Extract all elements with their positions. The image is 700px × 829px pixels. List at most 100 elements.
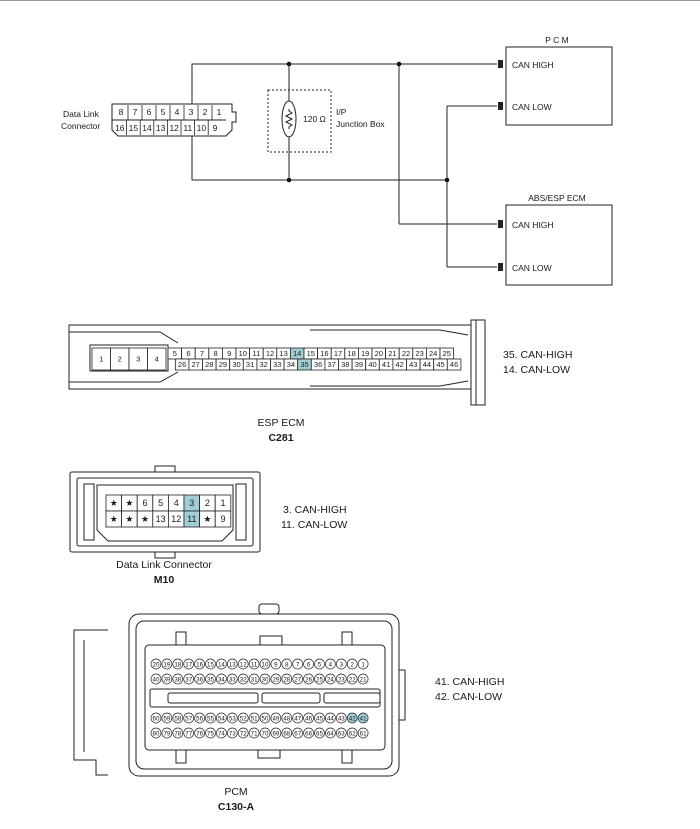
- dlc-note-high: 3. CAN-HIGH: [283, 504, 347, 516]
- pcm-pin: [216, 712, 227, 724]
- pcm-pin-label: 78: [174, 730, 181, 737]
- esp-pin-label: 42: [396, 360, 404, 369]
- esp-pin-label: 28: [205, 360, 213, 369]
- esp-pin-label: 4: [155, 355, 159, 364]
- dlc-label-line1: Data Link: [63, 109, 100, 119]
- pcm-pin-label: 11: [251, 661, 258, 668]
- pcm-pin: [335, 727, 347, 739]
- pcm-pin-label: 5: [318, 661, 322, 668]
- pcm-pin: [292, 712, 304, 724]
- esp-pin-label: 3: [136, 355, 140, 364]
- esp-pin-label: 17: [334, 349, 342, 358]
- pcm-pin: [205, 673, 216, 685]
- pcm-slot: [261, 692, 321, 704]
- pcm-pin: [194, 712, 205, 724]
- pcm-pin: [314, 712, 325, 724]
- pcm-pin-label: 50: [262, 715, 269, 722]
- pcm-pin-label: 57: [185, 715, 192, 722]
- pcm-pin: [150, 727, 162, 739]
- pcm-pin: [183, 673, 195, 685]
- esp-pin-label: 21: [388, 349, 396, 358]
- pcm-pin-label: 54: [218, 715, 225, 722]
- dlc-left-ear: [83, 483, 95, 541]
- junction-box-label-line1: I/P: [336, 107, 347, 117]
- pcm-pin: [226, 673, 238, 685]
- esp-pin-label: 12: [266, 349, 274, 358]
- pcm-pin: [237, 658, 249, 670]
- dlc-right-ear: [235, 483, 247, 541]
- pcm-pin-label: 2: [350, 661, 354, 668]
- pcm-pin: [335, 673, 347, 685]
- pcm-pin-label: 16: [196, 661, 203, 668]
- esp-pin-label: 37: [328, 360, 336, 369]
- pcm-pin: [335, 658, 347, 670]
- pcm-pin: [325, 712, 336, 724]
- pcm-pin: [216, 658, 227, 670]
- pcm-pin-label: 17: [185, 661, 192, 668]
- pcm-pin: [357, 727, 369, 739]
- esp-pin-label: 10: [239, 349, 247, 358]
- pcm-pin-label: 46: [305, 715, 312, 722]
- pcm-pin: [161, 727, 173, 739]
- esp-pin-label: 1: [99, 355, 103, 364]
- dlc-mini-pin: 15: [129, 123, 139, 133]
- dlc-pin-label: ★: [110, 498, 118, 508]
- pcm-pin-label: 3: [340, 661, 344, 668]
- esp-note-low: 14. CAN-LOW: [503, 364, 570, 376]
- dlc-pin-label: 1: [220, 498, 225, 508]
- dlc-connector-code: M10: [154, 574, 175, 586]
- pcm-pin-label: 80: [153, 730, 160, 737]
- esp-pin-label: 6: [186, 349, 190, 358]
- esp-connector-code: C281: [268, 432, 293, 444]
- pcm-pin: [292, 727, 304, 739]
- pcm-pin-label: 27: [294, 676, 301, 683]
- pcm-pin: [216, 673, 227, 685]
- esp-key-bottom: [69, 371, 179, 383]
- pcm-pin-label: 64: [327, 730, 334, 737]
- dlc-mini-pin: 3: [189, 107, 194, 117]
- esp-rib-bottom: [310, 380, 469, 387]
- pcm-pin: [183, 727, 195, 739]
- resistor-body: [281, 100, 297, 138]
- pcm-pin: [346, 658, 358, 670]
- pcm-pin-label: 31: [251, 676, 258, 683]
- esp-pin-label: 33: [273, 360, 281, 369]
- junction-box-label-line2: Junction Box: [336, 119, 385, 129]
- pcm-pin: [303, 727, 314, 739]
- pcm-pin: [194, 658, 205, 670]
- pcm-pin: [150, 658, 162, 670]
- dlc-mini-pin: 14: [142, 123, 152, 133]
- pcm-pin-label: 51: [251, 715, 258, 722]
- pcm-pin-label: 18: [174, 661, 181, 668]
- dlc-mini-pin: 13: [156, 123, 166, 133]
- pcm-pin: [248, 712, 260, 724]
- esp-pin-label: 30: [232, 360, 240, 369]
- pcm-pin-label: 71: [251, 730, 258, 737]
- esp-pin-label: 35: [300, 360, 308, 369]
- pcm-pin-label: 74: [218, 730, 225, 737]
- pcm-pin: [314, 727, 325, 739]
- pcm-pin-low: [498, 102, 503, 110]
- abs-box-title: ABS/ESP ECM: [528, 193, 585, 203]
- pcm-pin-high: [498, 60, 503, 68]
- resistor-icon: [284, 109, 294, 129]
- esp-pin-label: 38: [341, 360, 349, 369]
- pcm-pin-label: 9: [274, 661, 278, 668]
- pcm-can-high-label: CAN HIGH: [512, 60, 554, 70]
- pcm-pin: [270, 727, 282, 739]
- pcm-pin-label: 37: [185, 676, 192, 683]
- esp-pin-label: 32: [260, 360, 268, 369]
- pcm-pin-label: 19: [163, 661, 170, 668]
- pcm-note-high: 41. CAN-HIGH: [435, 676, 504, 688]
- pcm-pin: [259, 712, 271, 724]
- pcm-pin-label: 32: [240, 676, 247, 683]
- pcm-pin-label: 7: [296, 661, 300, 668]
- pcm-pin-label: 36: [196, 676, 203, 683]
- dlc-pin-cell: [214, 510, 232, 528]
- pcm-pin-label: 15: [207, 661, 214, 668]
